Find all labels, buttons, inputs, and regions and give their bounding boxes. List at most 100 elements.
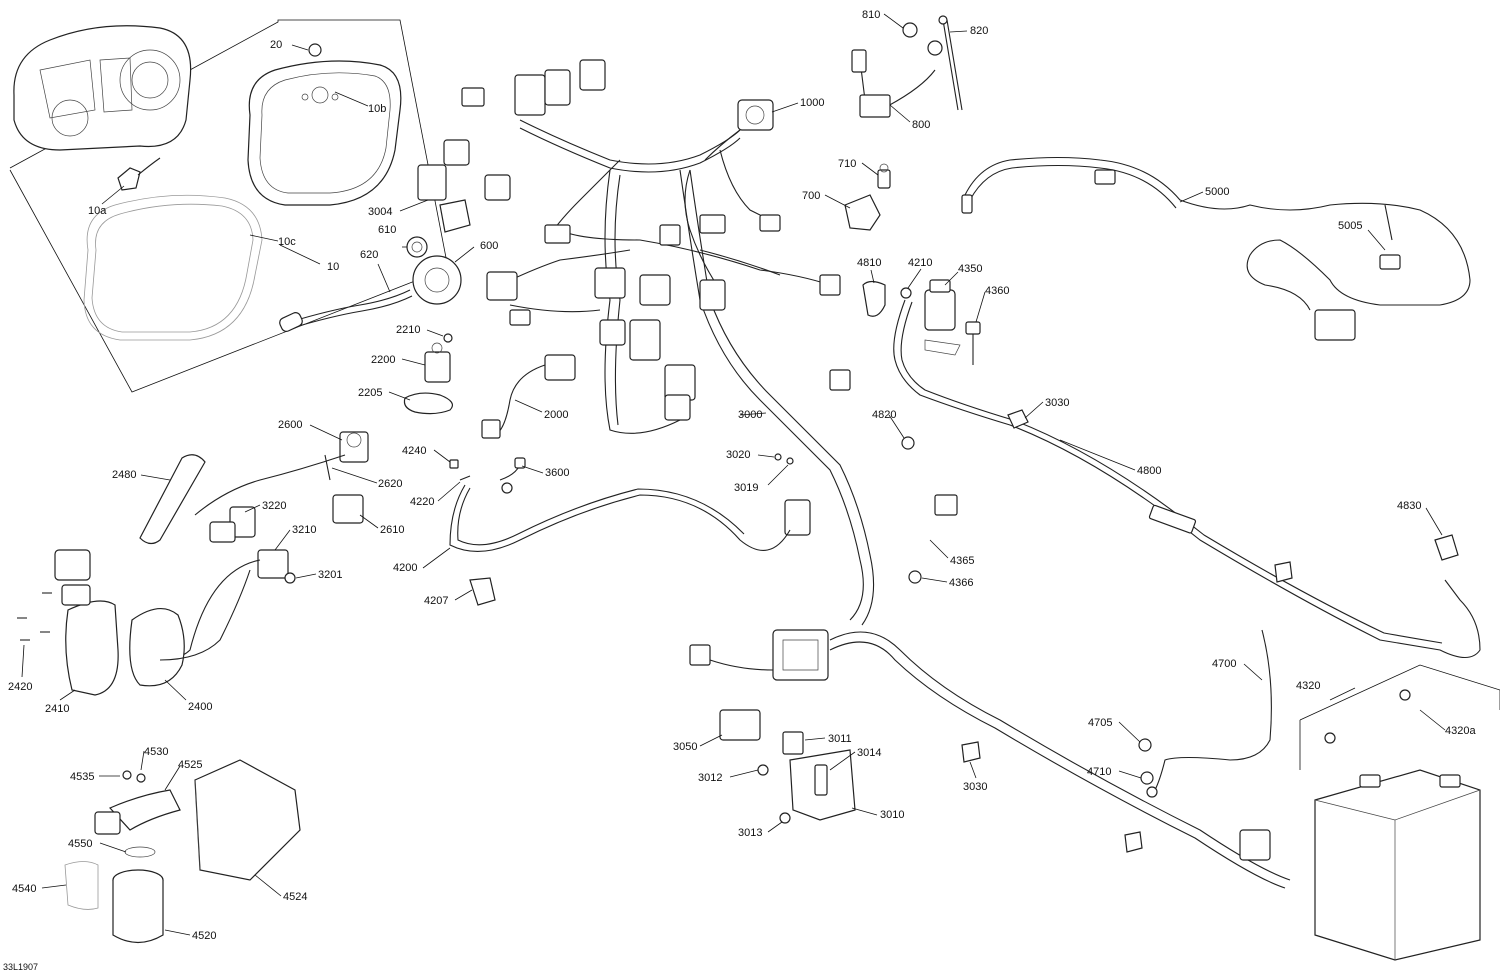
callout-2205: 2205	[358, 387, 382, 399]
boot-4830	[1434, 534, 1459, 561]
callout-10: 10	[327, 261, 339, 273]
instrument-cluster	[13, 25, 192, 151]
callout-4320: 4320	[1296, 680, 1320, 692]
nut-4705	[1138, 738, 1152, 752]
nut-2210	[443, 333, 453, 343]
grommet-810	[902, 22, 918, 38]
callout-2210: 2210	[396, 324, 420, 336]
callout-600: 600	[480, 240, 498, 252]
nut-4210	[900, 287, 912, 299]
cable-4800	[893, 299, 1481, 659]
callout-700: 700	[802, 190, 820, 202]
switch-housing-2400	[129, 569, 251, 687]
drawing-id: 33L1907	[3, 962, 38, 972]
sensor-2200	[424, 342, 451, 383]
washer-4710	[1140, 771, 1154, 785]
callout-3019: 3019	[734, 482, 758, 494]
ring-610	[406, 236, 428, 258]
boot-4810	[862, 280, 886, 317]
washer-3019	[786, 457, 794, 465]
callout-4810: 4810	[857, 257, 881, 269]
power-socket-1000	[704, 99, 774, 161]
callout-4200: 4200	[393, 562, 417, 574]
callout-3030b: 3030	[963, 781, 987, 793]
tether-cord-620	[279, 289, 413, 332]
callout-2200: 2200	[371, 354, 395, 366]
callout-4830: 4830	[1397, 500, 1421, 512]
callout-810: 810	[862, 9, 880, 21]
callout-3013: 3013	[738, 827, 762, 839]
callout-3030a: 3030	[1045, 397, 1069, 409]
switch-2600	[194, 431, 369, 516]
tube-2480	[139, 454, 206, 545]
sensor-800	[851, 49, 936, 118]
callout-4535: 4535	[70, 771, 94, 783]
switch-housing-2410	[54, 549, 119, 696]
rear-harness-5000	[961, 156, 1471, 341]
cable-3600	[499, 457, 526, 494]
callout-2420: 2420	[8, 681, 32, 693]
nut-3012	[757, 764, 769, 776]
callout-3050: 3050	[673, 741, 697, 753]
callout-1000: 1000	[800, 97, 824, 109]
callout-4710: 4710	[1087, 766, 1111, 778]
relay-3004	[417, 164, 471, 233]
callout-2610: 2610	[380, 524, 404, 536]
callout-2400: 2400	[188, 701, 212, 713]
callout-4360: 4360	[985, 285, 1009, 297]
callout-4207: 4207	[424, 595, 448, 607]
callout-4705: 4705	[1088, 717, 1112, 729]
battery-4320	[1299, 664, 1500, 961]
callout-4366: 4366	[949, 577, 973, 589]
washer-4366	[908, 570, 922, 584]
callout-3014: 3014	[857, 747, 881, 759]
callout-4210: 4210	[908, 257, 932, 269]
clip-near-3030b	[1124, 831, 1143, 853]
callout-4820: 4820	[872, 409, 896, 421]
callout-620: 620	[360, 249, 378, 261]
callout-4524: 4524	[283, 891, 307, 903]
sleeve-4540	[64, 861, 99, 910]
callout-610: 610	[378, 224, 396, 236]
bracket-3011	[782, 731, 804, 755]
clip-4800	[1274, 561, 1293, 583]
nut-3013	[779, 812, 791, 824]
clip-3030-b	[961, 741, 981, 763]
callout-4365: 4365	[950, 555, 974, 567]
connector-rear	[1239, 829, 1271, 861]
sensor-700	[844, 194, 881, 231]
callout-4700: 4700	[1212, 658, 1236, 670]
bracket-4524	[194, 759, 301, 881]
callout-4520: 4520	[192, 930, 216, 942]
module-4520-group	[64, 759, 301, 944]
ecu-connector	[689, 629, 1291, 889]
gauge-cluster-group	[9, 19, 449, 393]
screw-3020	[774, 453, 782, 461]
bracket-3010	[789, 749, 856, 821]
screws-2420	[17, 592, 52, 641]
relay-2610	[332, 494, 364, 524]
switch-600	[412, 255, 462, 305]
screw-20	[308, 43, 322, 57]
callout-10c: 10c	[278, 236, 296, 248]
callout-3000: 3000	[738, 409, 762, 421]
solenoid-4350	[924, 279, 961, 356]
clip-3030-a	[1007, 409, 1029, 429]
callout-labels: 20 10b 10a 10c 10 3004 610 600 620 2210 …	[3, 9, 1476, 972]
callout-4220: 4220	[410, 496, 434, 508]
cover-4525	[108, 789, 181, 831]
callout-2620: 2620	[378, 478, 402, 490]
callout-3020: 3020	[726, 449, 750, 461]
callout-4800: 4800	[1137, 465, 1161, 477]
cable-4220	[459, 475, 471, 481]
gasket-2205	[403, 392, 453, 415]
callout-710: 710	[838, 158, 856, 170]
lens-10c	[83, 194, 263, 341]
callout-2600: 2600	[278, 419, 302, 431]
callout-4530: 4530	[144, 746, 168, 758]
connector-10a	[117, 157, 161, 191]
callout-20: 20	[270, 39, 282, 51]
callout-10a: 10a	[88, 205, 107, 217]
sensor-5005	[1379, 204, 1401, 270]
